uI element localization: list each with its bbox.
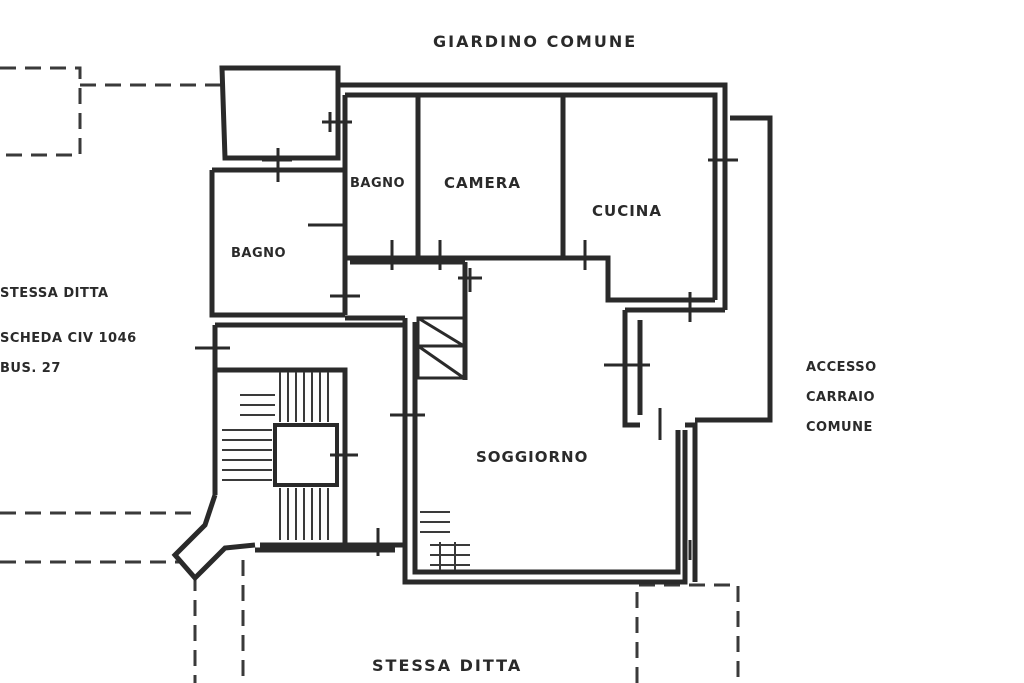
internal-stair [416,316,466,380]
label-bottom: STESSA DITTA [372,656,523,675]
label-access-2: CARRAIO [806,390,876,405]
label-access-1: ACCESSO [806,360,877,375]
label-living-room: SOGGIORNO [476,448,589,466]
label-garden: GIARDINO COMUNE [433,32,638,51]
door-marks [195,112,738,560]
label-left-3: BUS. 27 [0,361,61,376]
label-access-3: COMUNE [806,420,873,435]
label-bath-upper: BAGNO [350,176,406,191]
label-left-2: SCHEDA CIV 1046 [0,331,137,346]
label-kitchen: CUCINA [592,202,662,220]
stair-treads [222,372,329,540]
stair-core [273,423,339,487]
dashed-boundaries [0,66,740,683]
walls [171,65,773,585]
label-bedroom: CAMERA [444,174,521,192]
entry-steps [420,511,470,570]
label-left-1: STESSA DITTA [0,286,109,301]
label-bath-lower: BAGNO [231,246,287,261]
